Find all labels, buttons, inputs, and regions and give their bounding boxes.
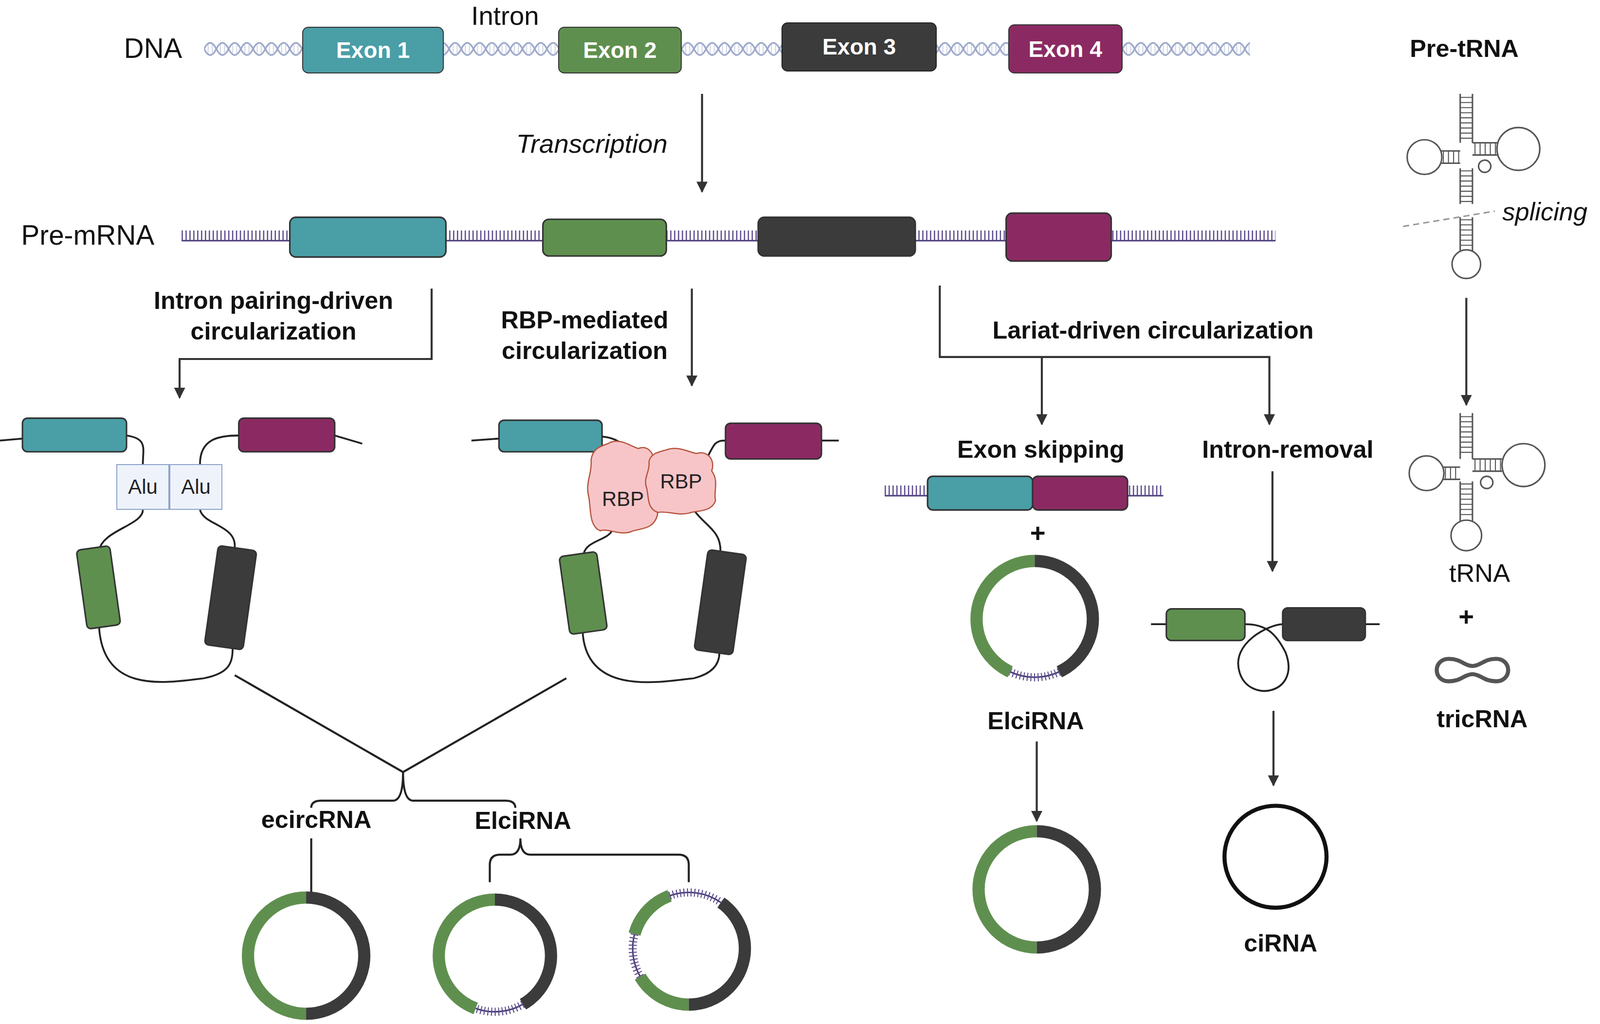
step-label: Transcription	[490, 124, 694, 164]
node-text: Exon 4	[1028, 36, 1103, 63]
step-label: splicing	[1490, 191, 1600, 233]
pre-mrna-label: Pre-mRNA	[0, 214, 176, 257]
pathway-title: Intron pairing-driven circularization	[114, 275, 433, 358]
circrna-circles	[248, 561, 1327, 1015]
rbp-structure	[471, 420, 839, 683]
node-text: Alu	[181, 475, 211, 499]
rbp-protein: RBP	[642, 446, 720, 517]
product-label: tricRNA	[1413, 699, 1551, 739]
intron-label: Intron	[449, 0, 562, 33]
plus-sign: +	[1449, 599, 1484, 636]
pre-mrna	[181, 213, 1276, 262]
pre-trna-label: Pre-tRNA	[1387, 28, 1542, 70]
alu-box: Alu	[169, 464, 223, 510]
product-label: ecircRNA	[239, 800, 394, 840]
pre-trna	[1402, 93, 1540, 279]
node-text: Exon 1	[336, 36, 410, 64]
node-text: Exon 3	[822, 33, 896, 60]
product-label: ciRNA	[1219, 924, 1343, 964]
product-label: ElciRNA	[454, 801, 592, 841]
node-text: Exon 2	[582, 36, 657, 64]
exon-box: Exon 3	[781, 22, 937, 72]
pathway-subtitle: Intron-removal	[1171, 430, 1404, 470]
pathway-title: RBP-mediated circularization	[471, 293, 699, 378]
lariat	[1150, 608, 1380, 692]
arrow	[701, 93, 704, 192]
trna	[1409, 413, 1546, 551]
dna-label: DNA	[107, 28, 200, 70]
plus-sign: +	[1020, 515, 1055, 552]
exon-box: Exon 1	[302, 26, 444, 74]
product-label: ElciRNA	[969, 701, 1103, 741]
tricrna-shape	[1436, 658, 1509, 682]
pathway-subtitle: Exon skipping	[930, 430, 1151, 470]
alu-box: Alu	[116, 464, 170, 510]
intron-pairing-structure	[0, 418, 363, 683]
skipped-mrna	[884, 476, 1164, 510]
pathway-title: Lariat-driven circularization	[948, 310, 1358, 350]
node-text: RBP	[660, 470, 703, 494]
bracket	[234, 675, 689, 898]
exon-box: Exon 4	[1008, 24, 1123, 74]
node-text: Alu	[127, 475, 158, 499]
exon-box: Exon 2	[558, 26, 682, 74]
arrows	[179, 285, 1467, 822]
node-text: RBP	[601, 487, 644, 511]
product-label: tRNA	[1428, 553, 1531, 593]
